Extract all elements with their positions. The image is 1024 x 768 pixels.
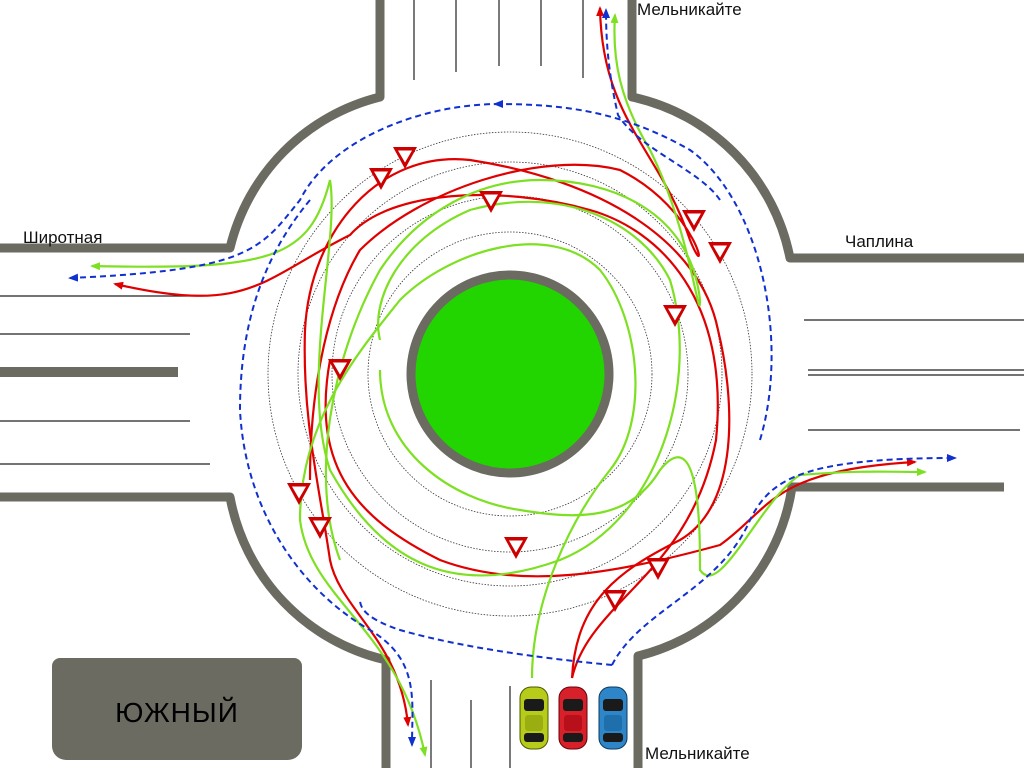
blue-route-to-north-inner (493, 100, 773, 441)
green-route-to-west (90, 179, 681, 577)
blue-route-to-south (238, 199, 417, 747)
yield-sign-icon (682, 210, 706, 232)
yield-sign-icon (646, 558, 670, 580)
car-icon (519, 686, 549, 750)
yield-sign-icon (287, 483, 311, 505)
blue-route-south-ring (359, 599, 613, 666)
west-median (0, 367, 178, 377)
yield-sign-icon (603, 590, 627, 612)
car-icon (598, 686, 628, 750)
yield-sign-icon (308, 517, 332, 539)
blue-route-to-north (602, 8, 721, 201)
yield-sign-icon (369, 168, 393, 190)
street-label-west: Широтная (23, 228, 103, 247)
car-icon (558, 686, 588, 750)
district-block: ЮЖНЫЙ (52, 658, 302, 760)
yield-sign-icon (504, 537, 528, 559)
blue-routes (68, 8, 957, 747)
blue-route-to-east (611, 454, 957, 666)
district-label: ЮЖНЫЙ (115, 697, 239, 728)
red-route-to-north (308, 6, 700, 481)
street-label-east: Чаплина (845, 232, 914, 251)
central-island (406, 270, 614, 478)
street-label-south: Мельникайте (645, 744, 750, 763)
yield-signs (287, 147, 732, 612)
green-route-to-south (298, 243, 637, 757)
yield-sign-icon (393, 147, 417, 169)
yield-sign-icon (708, 242, 732, 264)
blue-route-to-west (68, 103, 501, 282)
green-route-to-north (324, 13, 702, 561)
red-route-to-west (113, 193, 719, 679)
red-route-to-south (303, 158, 731, 727)
yield-sign-icon (479, 191, 503, 213)
street-label-north: Мельникайте (637, 0, 742, 19)
yield-sign-icon (663, 305, 687, 327)
yield-sign-icon (328, 359, 352, 381)
